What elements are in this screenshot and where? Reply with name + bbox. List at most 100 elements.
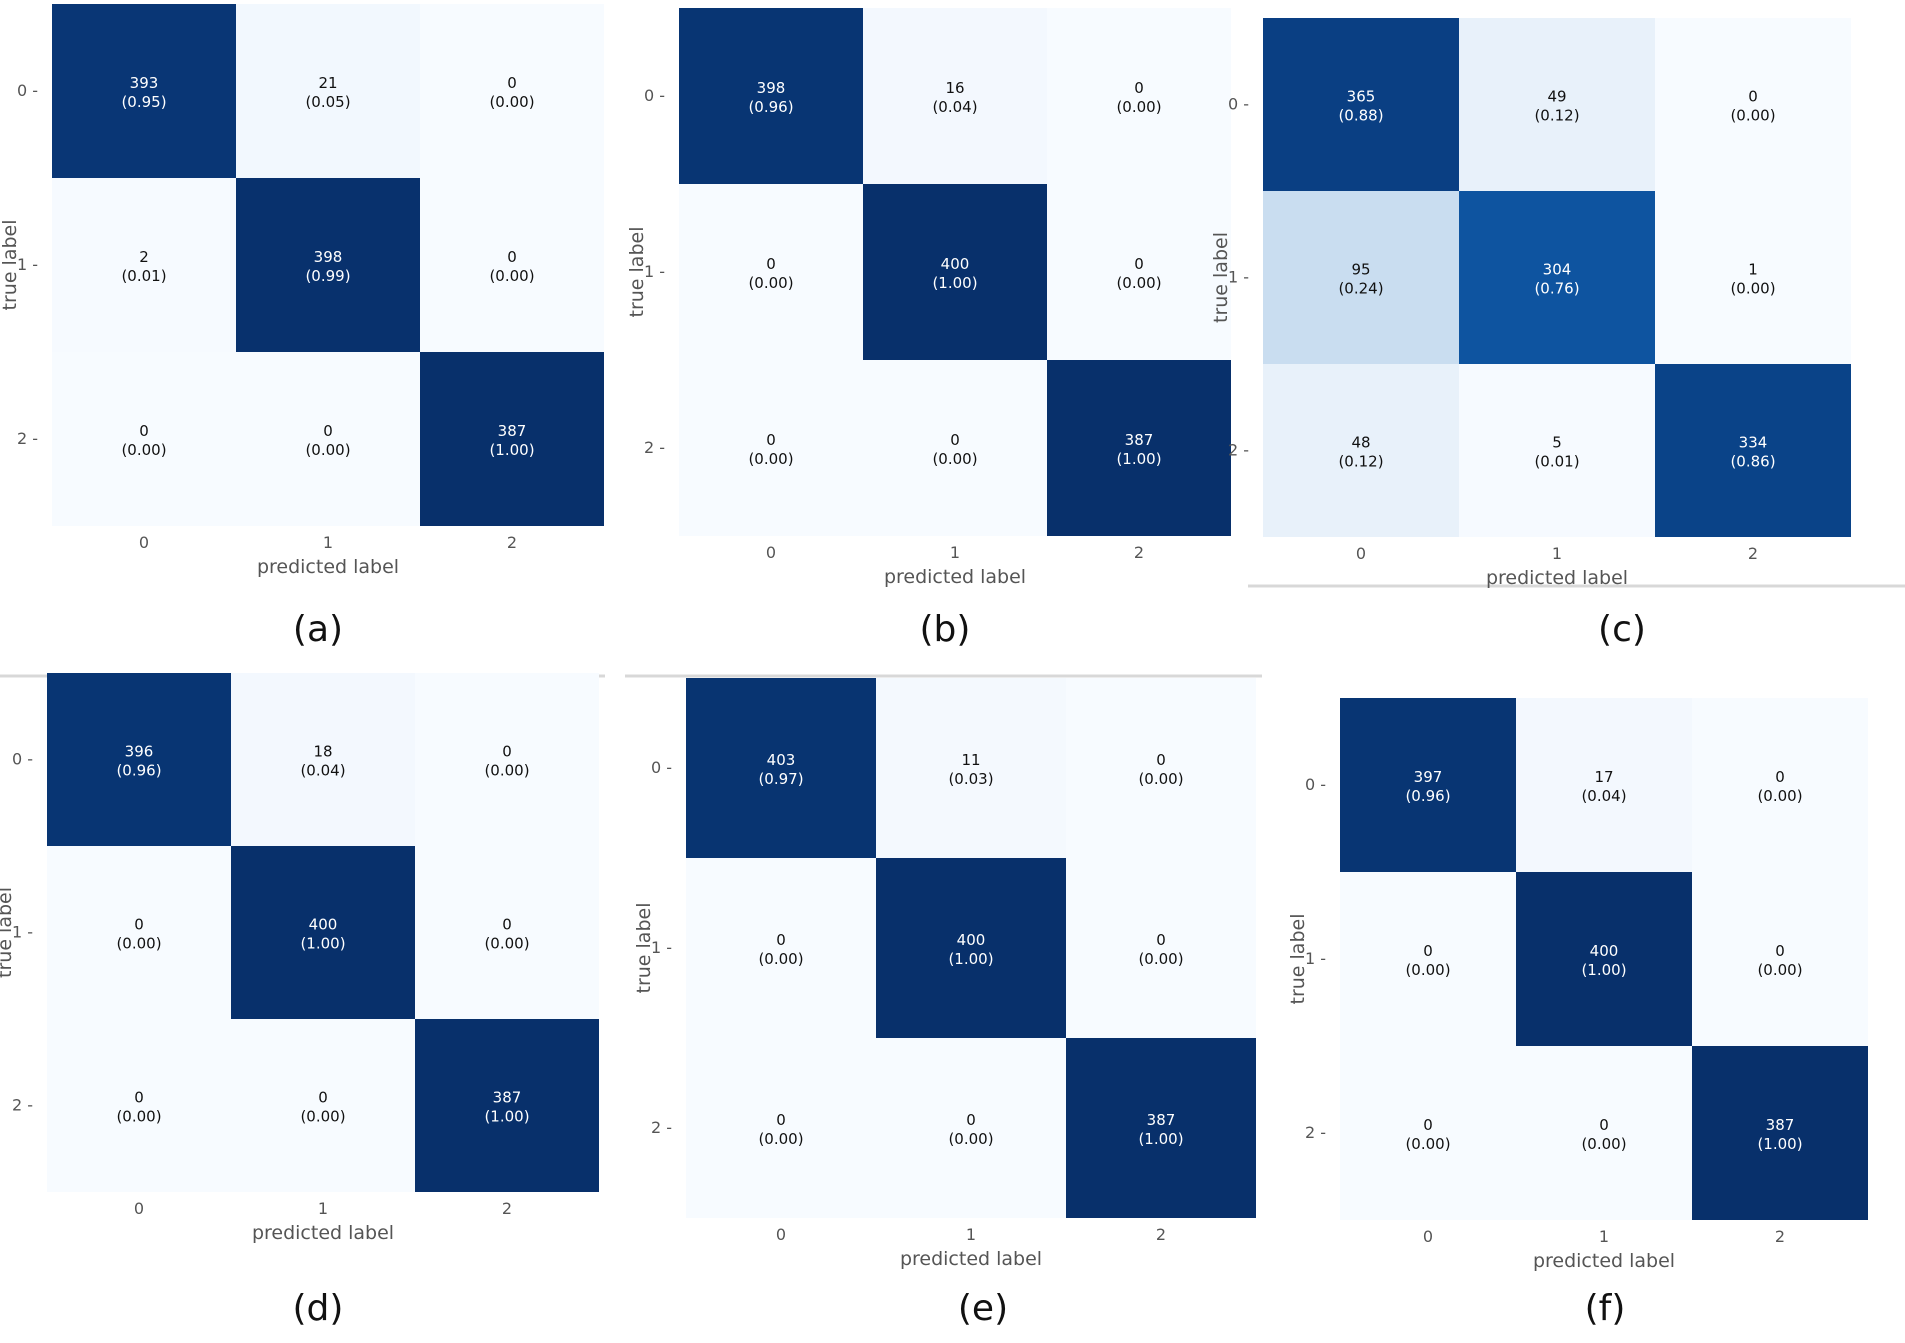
cell-count-label: 5: [1552, 434, 1562, 452]
x-axis-label: predicted label: [884, 566, 1026, 588]
heatmap-cell: [679, 8, 863, 184]
cell-fraction-label: (0.00): [758, 950, 803, 968]
cell-fraction-label: (0.00): [1581, 1135, 1626, 1153]
cell-fraction-label: (1.00): [489, 441, 534, 459]
cell-count-label: 387: [493, 1089, 522, 1107]
cell-count-label: 0: [323, 422, 333, 440]
y-tick-label: 0 -: [1228, 95, 1249, 114]
cell-fraction-label: (0.95): [121, 93, 166, 111]
cell-fraction-label: (0.00): [1138, 950, 1183, 968]
cell-fraction-label: (0.04): [300, 762, 345, 780]
cell-fraction-label: (0.00): [121, 441, 166, 459]
x-tick-label: 1: [966, 1225, 976, 1244]
heatmap-cell: [686, 1038, 876, 1218]
x-tick-label: 1: [1552, 544, 1562, 563]
cell-count-label: 0: [1134, 255, 1144, 273]
cell-fraction-label: (0.00): [1116, 274, 1161, 292]
cell-count-label: 0: [1775, 942, 1785, 960]
y-tick-label: 0 -: [644, 86, 665, 105]
x-tick-label: 2: [1156, 1225, 1166, 1244]
cell-fraction-label: (0.24): [1338, 280, 1383, 298]
cell-fraction-label: (0.04): [1581, 787, 1626, 805]
cell-fraction-label: (0.00): [758, 1130, 803, 1148]
cell-fraction-label: (0.00): [1116, 98, 1161, 116]
heatmap-cell: [47, 673, 231, 846]
x-axis-label: predicted label: [257, 556, 399, 578]
cell-count-label: 398: [757, 79, 786, 97]
confusion-matrix-f: 397(0.96)17(0.04)0(0.00)0(0.00)400(1.00)…: [1287, 698, 1868, 1329]
cell-count-label: 1: [1748, 261, 1758, 279]
x-tick-label: 1: [323, 533, 333, 552]
cell-fraction-label: (0.00): [1730, 107, 1775, 125]
x-tick-label: 2: [1134, 543, 1144, 562]
x-tick-label: 2: [1775, 1227, 1785, 1246]
heatmap-cell: [1340, 872, 1516, 1046]
x-tick-label: 2: [1748, 544, 1758, 563]
cell-fraction-label: (0.12): [1534, 107, 1579, 125]
cell-fraction-label: (0.04): [932, 98, 977, 116]
y-tick-label: 1 -: [651, 938, 672, 957]
x-tick-label: 0: [139, 533, 149, 552]
x-axis-label: predicted label: [900, 1248, 1042, 1270]
cell-count-label: 400: [941, 255, 970, 273]
cell-count-label: 397: [1414, 768, 1443, 786]
heatmap-cell: [236, 4, 420, 178]
cell-count-label: 17: [1594, 768, 1613, 786]
cell-count-label: 0: [507, 248, 517, 266]
confusion-matrix-c: 365(0.88)49(0.12)0(0.00)95(0.24)304(0.76…: [1210, 18, 1851, 650]
x-tick-label: 1: [1599, 1227, 1609, 1246]
cell-count-label: 398: [314, 248, 343, 266]
cell-count-label: 400: [957, 931, 986, 949]
heatmap-cell: [231, 846, 415, 1019]
heatmap-cell: [1263, 18, 1459, 191]
cell-count-label: 334: [1739, 434, 1768, 452]
y-tick-label: 2 -: [12, 1096, 33, 1115]
cell-count-label: 0: [1423, 1116, 1433, 1134]
cell-fraction-label: (1.00): [300, 935, 345, 953]
heatmap-cell: [52, 352, 236, 526]
cell-count-label: 387: [498, 422, 527, 440]
cell-fraction-label: (0.96): [1405, 787, 1450, 805]
y-tick-label: 0 -: [651, 758, 672, 777]
cell-count-label: 49: [1547, 88, 1566, 106]
cell-count-label: 0: [766, 255, 776, 273]
heatmap-cell: [863, 8, 1047, 184]
heatmap-cell: [415, 1019, 599, 1192]
heatmap-cell: [231, 673, 415, 846]
y-tick-label: 2 -: [651, 1118, 672, 1137]
heatmap-cell: [1263, 191, 1459, 364]
heatmap-cell: [1692, 1046, 1868, 1220]
heatmap-cell: [876, 1038, 1066, 1218]
cell-fraction-label: (0.12): [1338, 453, 1383, 471]
y-axis-label: true label: [1287, 914, 1309, 1005]
cell-fraction-label: (0.00): [489, 93, 534, 111]
cell-count-label: 0: [134, 1089, 144, 1107]
heatmap-cell: [1459, 18, 1655, 191]
cell-count-label: 11: [961, 751, 980, 769]
y-tick-label: 0 -: [12, 750, 33, 769]
cell-fraction-label: (0.00): [116, 1108, 161, 1126]
heatmap-cell: [52, 178, 236, 352]
y-axis-label: true label: [0, 220, 21, 311]
cell-count-label: 0: [1156, 751, 1166, 769]
heatmap-cell: [686, 858, 876, 1038]
cell-count-label: 0: [776, 931, 786, 949]
heatmap-cell: [1655, 364, 1851, 537]
heatmap-cell: [876, 678, 1066, 858]
cell-fraction-label: (0.76): [1534, 280, 1579, 298]
cell-count-label: 0: [1775, 768, 1785, 786]
cell-fraction-label: (0.00): [300, 1108, 345, 1126]
panel-caption: (f): [1585, 1288, 1626, 1329]
cell-fraction-label: (0.00): [484, 762, 529, 780]
heatmap-cell: [420, 352, 604, 526]
cell-count-label: 396: [125, 743, 154, 761]
y-tick-label: 1 -: [1228, 268, 1249, 287]
cell-count-label: 0: [318, 1089, 328, 1107]
y-tick-label: 2 -: [1228, 441, 1249, 460]
panel-caption: (e): [958, 1288, 1008, 1329]
cell-fraction-label: (0.00): [116, 935, 161, 953]
heatmap-cell: [1692, 698, 1868, 872]
cell-fraction-label: (0.00): [1405, 1135, 1450, 1153]
heatmap-cell: [679, 360, 863, 536]
confusion-matrix-a: 393(0.95)21(0.05)0(0.00)2(0.01)398(0.99)…: [0, 4, 604, 650]
